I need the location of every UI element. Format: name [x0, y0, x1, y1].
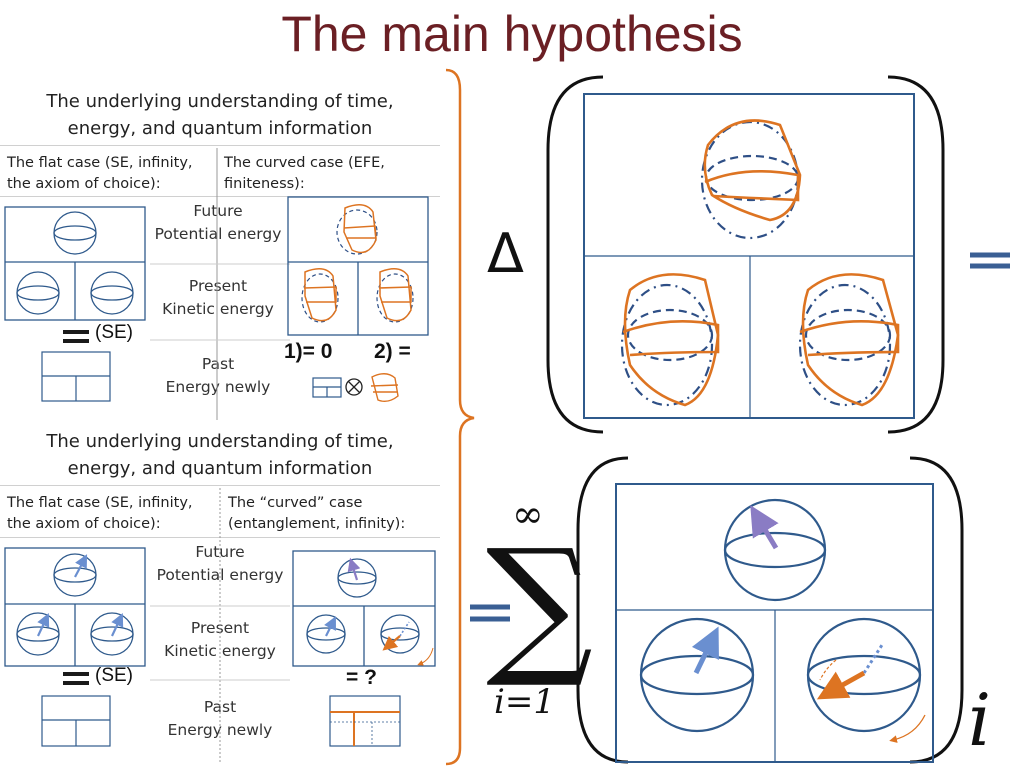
sum-upper-limit: ∞: [512, 492, 544, 536]
bottom-flat-line1: The flat case (SE, infinity,: [7, 495, 193, 511]
right-equals-sign: [970, 252, 1010, 269]
top-matrix-right-paren: [887, 75, 945, 434]
top-curved-box: [287, 196, 429, 336]
page-title: The main hypothesis: [281, 6, 743, 62]
top-small-flat-box: [41, 351, 111, 402]
top-eq2-label: 2) =: [374, 340, 411, 363]
bottom-past-line1: Past: [203, 698, 237, 716]
top-eq1-label: 1)= 0: [284, 340, 333, 363]
bottom-se-label: (SE): [95, 665, 133, 686]
bottom-curved-line1: The “curved” case: [228, 495, 363, 511]
top-heading-divider: [0, 145, 440, 146]
index-i: i: [968, 678, 992, 762]
top-curved-line1: The curved case (EFE,: [224, 155, 385, 171]
top-past-line1: Past: [201, 355, 235, 373]
top-past-label: Past Energy newly: [148, 353, 288, 399]
bottom-heading: The underlying understanding of time, en…: [0, 428, 440, 482]
bottom-eq-question: = ?: [346, 666, 377, 689]
top-present-label: Present Kinetic energy: [148, 275, 288, 321]
top-se-label: (SE): [95, 322, 133, 343]
top-matrix-left-paren: [546, 75, 604, 434]
top-matrix: [546, 75, 945, 434]
top-flat-line1: The flat case (SE, infinity,: [7, 155, 193, 171]
top-flat-case-label: The flat case (SE, infinity, the axiom o…: [7, 153, 193, 195]
top-present-line2: Kinetic energy: [162, 300, 274, 318]
top-heading-line1: The underlying understanding of time,: [46, 91, 394, 112]
bottom-heading-divider: [0, 485, 440, 486]
sum-lower-limit: i=1: [494, 682, 555, 722]
bottom-flat-box: [4, 547, 146, 667]
bottom-matrix: [576, 456, 964, 764]
bottom-future-line2: Potential energy: [156, 566, 284, 584]
top-future-label: Future Potential energy: [148, 200, 288, 246]
bottom-curved-box: [292, 550, 436, 667]
top-future-line1: Future: [193, 202, 243, 220]
bottom-matrix-left-paren: [576, 456, 629, 764]
bottom-present-line2: Kinetic energy: [164, 642, 276, 660]
tensor-product-icon: [345, 378, 363, 396]
top-tensor-symbols: [312, 373, 399, 403]
bottom-equals-sign: [63, 672, 89, 685]
top-present-line1: Present: [188, 277, 248, 295]
delta-symbol: Δ: [487, 222, 524, 285]
top-curved-case-label: The curved case (EFE, finiteness):: [224, 153, 385, 195]
bottom-heading-line2: energy, and quantum information: [67, 458, 373, 479]
bottom-curved-case-label: The “curved” case (entanglement, infinit…: [228, 493, 405, 535]
sum-equals-sign: [470, 604, 510, 622]
bottom-flat-case-label: The flat case (SE, infinity, the axiom o…: [7, 493, 193, 535]
top-equals-sign: [63, 330, 89, 343]
top-past-line2: Energy newly: [165, 378, 271, 396]
bottom-flat-line2: the axiom of choice):: [7, 516, 161, 532]
bottom-question-box: [329, 695, 401, 747]
top-flat-box: [4, 206, 146, 321]
orange-brace: [445, 68, 475, 766]
bottom-curved-line2: (entanglement, infinity):: [228, 516, 406, 532]
bottom-heading-line1: The underlying understanding of time,: [46, 431, 394, 452]
top-future-line2: Potential energy: [154, 225, 282, 243]
top-flat-line2: the axiom of choice):: [7, 176, 161, 192]
bottom-matrix-right-paren: [909, 456, 964, 764]
top-curved-line2: finiteness):: [224, 176, 305, 192]
top-col-divider: [0, 196, 440, 197]
top-heading: The underlying understanding of time, en…: [0, 88, 440, 142]
bottom-small-flat-box: [41, 695, 111, 747]
top-heading-line2: energy, and quantum information: [67, 118, 373, 139]
